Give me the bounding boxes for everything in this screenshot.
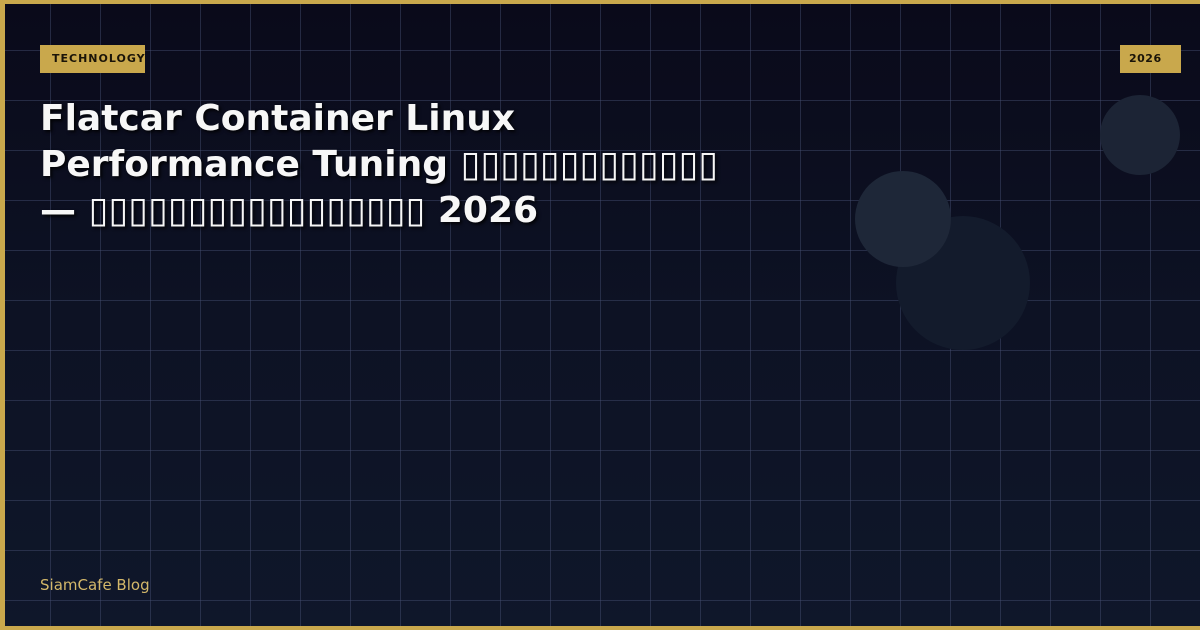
border-bottom-accent: [0, 626, 1200, 630]
decorative-circle-corner: [1100, 95, 1180, 175]
year-badge: 2026: [1120, 45, 1181, 73]
page-title: Flatcar Container Linux Performance Tuni…: [40, 96, 830, 234]
border-top-accent: [0, 0, 1200, 4]
border-left-accent: [0, 0, 5, 630]
title-line-3: — ▯▯▯▯▯▯▯▯▯▯▯▯▯▯▯▯▯ 2026: [40, 190, 539, 231]
footer-brand: SiamCafe Blog: [40, 576, 150, 594]
decorative-circle-small: [855, 171, 951, 267]
title-line-1: Flatcar Container Linux: [40, 98, 516, 139]
category-badge: TECHNOLOGY: [40, 45, 145, 73]
title-line-2: Performance Tuning ▯▯▯▯▯▯▯▯▯▯▯▯▯: [40, 144, 719, 185]
